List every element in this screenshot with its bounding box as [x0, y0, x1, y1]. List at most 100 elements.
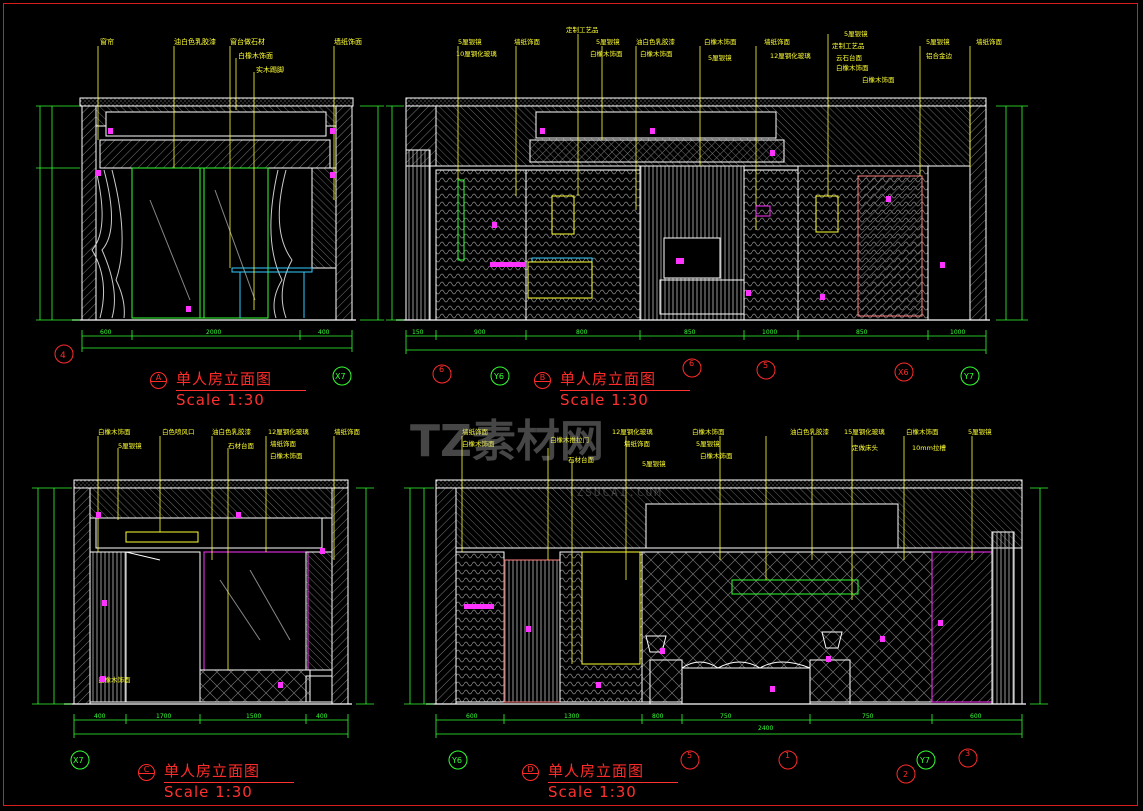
view-title-b: 单人房立面图 — [560, 370, 657, 388]
label-b-9: 5厘银镜 — [708, 53, 732, 62]
marker-c-0: X7 — [73, 756, 84, 765]
label-b-2: 墙纸饰面 — [514, 37, 541, 46]
label-b-7: 白橡木饰面 — [640, 49, 673, 58]
label-a-2: 窗台做石材 — [230, 37, 265, 46]
elevation-view-c: 白橡木饰面 5厘银镜 白色喷风口 油白色乳胶漆 石材台面 12厘钢化玻璃 墙纸饰… — [32, 427, 374, 770]
marker-a-1: X7 — [335, 372, 346, 381]
label-c-3: 油白色乳胶漆 — [212, 427, 252, 436]
label-c-2: 白色喷风口 — [162, 427, 195, 436]
label-d-2: 白橡木推拉门 — [550, 435, 589, 444]
label-b-16: 白橡木饰面 — [862, 75, 895, 84]
elevation-view-a: 窗帘 油白色乳胶漆 窗台做石材 白橡木饰面 实木踢脚 墙纸饰面 — [36, 37, 384, 386]
dim-b-5: 850 — [856, 329, 868, 336]
marker-b-1: Y6 — [493, 372, 504, 381]
dim-a-2: 400 — [318, 329, 330, 336]
title-block-b: B 单人房立面图 Scale 1:30 — [534, 368, 690, 409]
dim-c-2: 1500 — [246, 713, 261, 720]
dim-b-4: 1000 — [762, 329, 777, 336]
label-d-12: 定做床头 — [852, 443, 879, 452]
label-d-13: 白橡木饰面 — [906, 427, 939, 436]
label-a-4: 实木踢脚 — [256, 65, 284, 74]
label-c-1: 5厘银镜 — [118, 441, 142, 450]
label-b-14: 云石台面 — [836, 53, 863, 62]
elevation-view-b: 5厘银镜 10厘钢化玻璃 墙纸饰面 定制工艺品 5厘银镜 白橡木饰面 油白色乳胶… — [386, 25, 1028, 386]
label-d-1: 白橡木饰面 — [462, 439, 495, 448]
view-title-c: 单人房立面图 — [164, 762, 261, 780]
dim-a-1: 2000 — [206, 329, 221, 336]
label-c-4: 石材台面 — [228, 441, 255, 450]
watermark-logo: TZ素材网 — [410, 416, 604, 467]
label-c-9: 白橡木饰面 — [98, 675, 131, 684]
view-scale-b: Scale 1:30 — [560, 391, 649, 409]
dim-c-3: 400 — [316, 713, 328, 720]
view-scale-a: Scale 1:30 — [176, 391, 265, 409]
dim-d-0: 600 — [466, 713, 478, 720]
label-a-0: 窗帘 — [100, 37, 114, 46]
label-d-4: 墙纸饰面 — [624, 439, 651, 448]
marker-b-3: 5 — [763, 361, 768, 370]
dim-b-3: 850 — [684, 329, 696, 336]
view-badge-d: D — [522, 764, 539, 781]
label-d-6: 5厘银镜 — [642, 459, 666, 468]
view-badge-c: C — [138, 764, 155, 781]
label-b-10: 墙纸饰面 — [764, 37, 791, 46]
label-b-1: 10厘钢化玻璃 — [456, 49, 497, 58]
dim-d-2: 800 — [652, 713, 664, 720]
marker-d-1: 5 — [687, 751, 692, 760]
view-title-d: 单人房立面图 — [548, 762, 645, 780]
dim-b-0: 150 — [412, 329, 424, 336]
label-c-6: 墙纸饰面 — [270, 439, 297, 448]
label-b-11: 12厘钢化玻璃 — [770, 51, 811, 60]
label-d-14: 10mm拉槽 — [912, 443, 946, 452]
dim-a-0: 600 — [100, 329, 112, 336]
label-a-5: 墙纸饰面 — [334, 37, 362, 46]
view-badge-b: B — [534, 372, 551, 389]
marker-d-5: 3 — [965, 749, 970, 758]
title-block-a: A 单人房立面图 Scale 1:30 — [150, 368, 306, 409]
marker-a-0: 4 — [60, 351, 66, 361]
label-b-19: 墙纸饰面 — [976, 37, 1003, 46]
watermark-url: TZSUCAI.COM — [568, 486, 663, 499]
dim-c-1: 1700 — [156, 713, 171, 720]
label-d-0: 墙纸饰面 — [462, 427, 489, 436]
label-b-18: 铝合金边 — [926, 51, 953, 60]
label-d-9: 白橡木饰面 — [700, 451, 733, 460]
dim-b-2: 800 — [576, 329, 588, 336]
marker-b-0: 6 — [439, 365, 444, 374]
label-b-3: 定制工艺品 — [566, 25, 599, 34]
marker-d-3: 2 — [903, 770, 908, 779]
label-b-12: 5厘银镜 — [844, 29, 868, 38]
marker-b-5: Y7 — [963, 372, 974, 381]
view-scale-c: Scale 1:30 — [164, 783, 253, 801]
elevation-view-d: 墙纸饰面 白橡木饰面 白橡木推拉门 石材台面 墙纸饰面 12厘钢化玻璃 5厘银镜… — [404, 427, 1048, 784]
drawing-frame — [3, 3, 1138, 806]
label-c-8: 白橡木饰面 — [270, 451, 303, 460]
label-b-6: 油白色乳胶漆 — [636, 37, 676, 46]
label-d-10: 油白色乳胶漆 — [790, 427, 830, 436]
label-b-17: 5厘银镜 — [926, 37, 950, 46]
view-title-a: 单人房立面图 — [176, 370, 273, 388]
dim-c-0: 400 — [94, 713, 106, 720]
label-d-8: 5厘银镜 — [696, 439, 720, 448]
label-a-1: 油白色乳胶漆 — [174, 37, 216, 46]
dim-d-6: 600 — [970, 713, 982, 720]
marker-b-4: X6 — [898, 368, 909, 377]
marker-d-4: Y7 — [919, 756, 930, 765]
label-d-5: 12厘钢化玻璃 — [612, 427, 653, 436]
dim-d-4: 2400 — [758, 725, 773, 732]
label-d-15: 5厘银镜 — [968, 427, 992, 436]
dim-b-1: 900 — [474, 329, 486, 336]
label-b-4: 5厘银镜 — [596, 37, 620, 46]
label-a-3: 白橡木饰面 — [238, 51, 273, 60]
label-d-11: 15厘钢化玻璃 — [844, 427, 885, 436]
label-d-3: 石材台面 — [568, 455, 595, 464]
label-c-7: 墙纸饰面 — [334, 427, 361, 436]
dim-d-5: 750 — [862, 713, 874, 720]
label-b-8: 白橡木饰面 — [704, 37, 737, 46]
label-c-5: 12厘钢化玻璃 — [268, 427, 309, 436]
label-b-0: 5厘银镜 — [458, 37, 482, 46]
label-d-7: 白橡木饰面 — [692, 427, 725, 436]
title-block-c: C 单人房立面图 Scale 1:30 — [138, 760, 294, 801]
dim-d-1: 1300 — [564, 713, 579, 720]
marker-b-2: 6 — [689, 359, 694, 368]
